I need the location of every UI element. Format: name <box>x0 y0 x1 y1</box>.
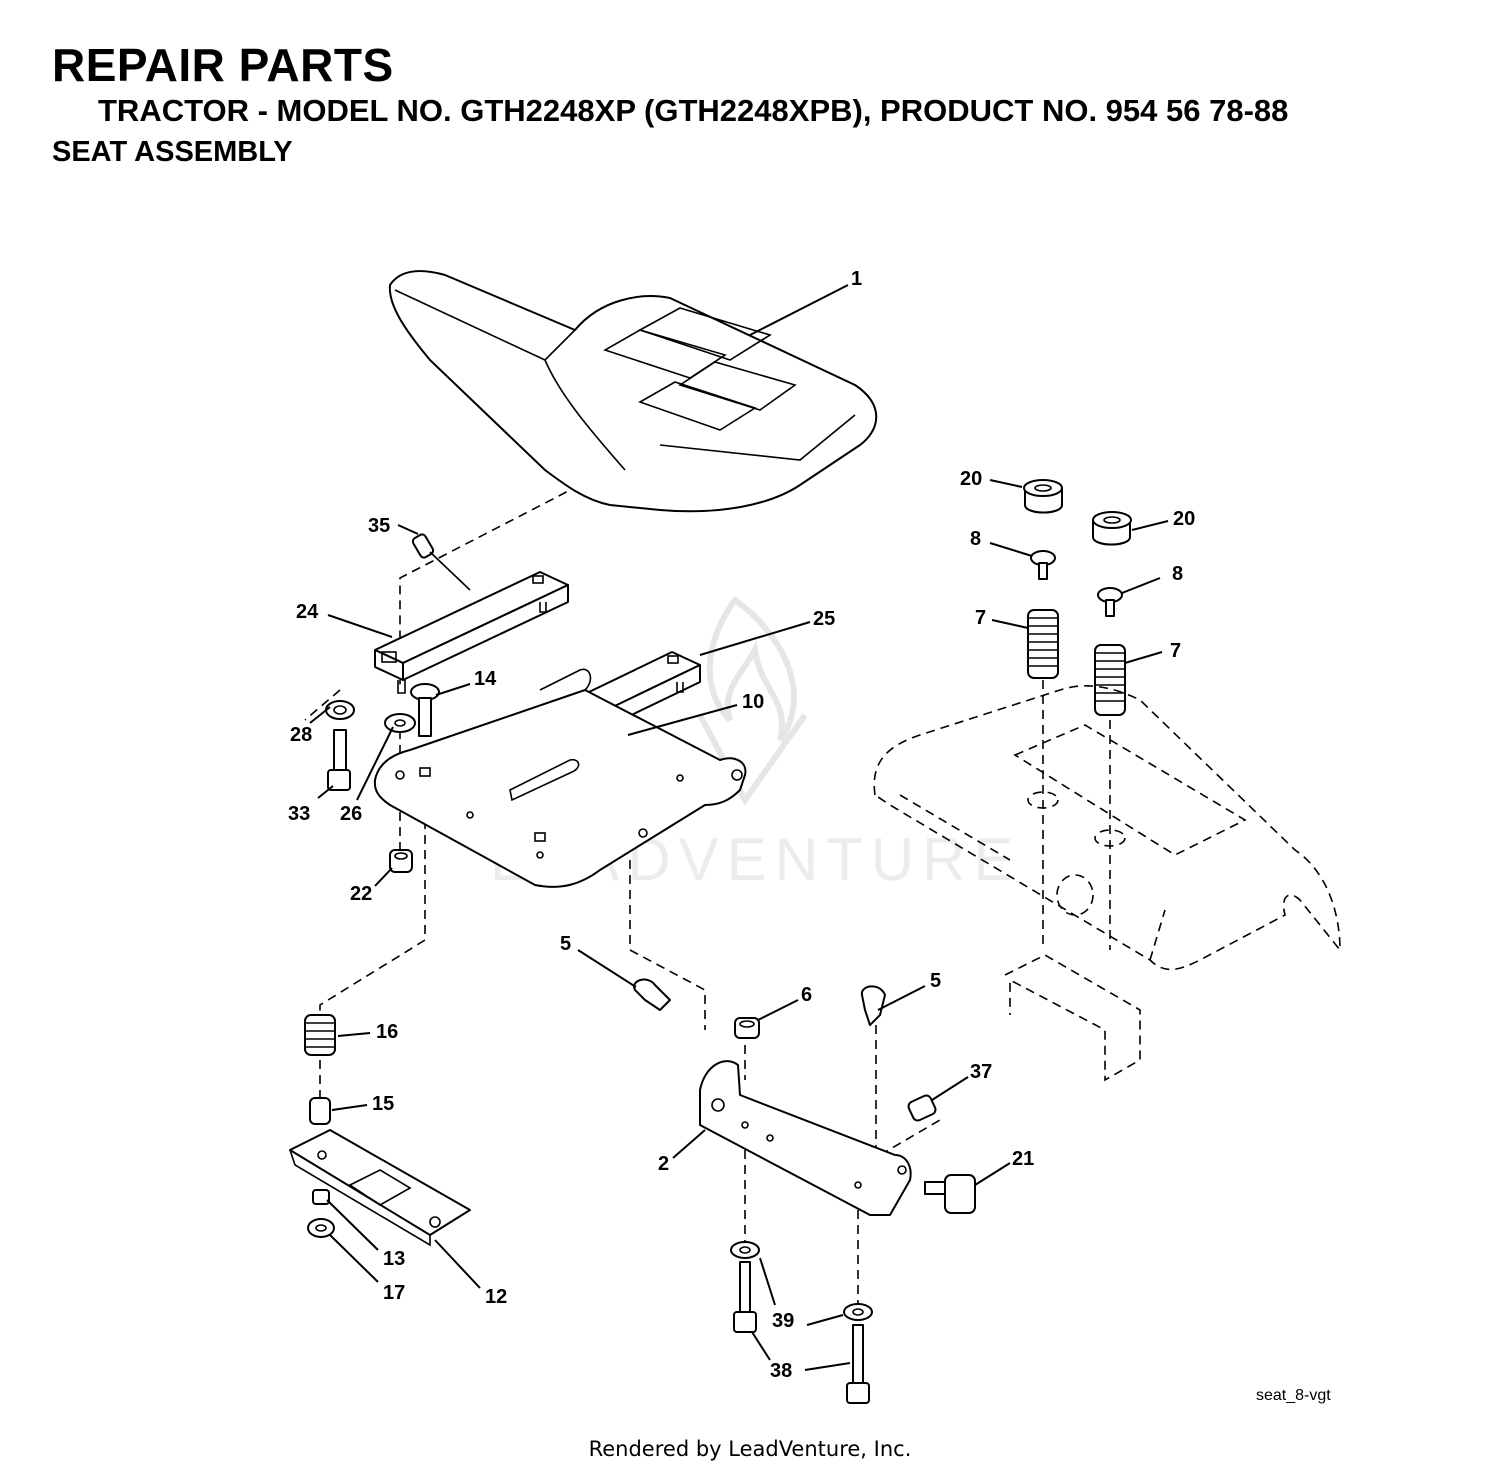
callout-37: 37 <box>970 1061 992 1083</box>
callout-15: 15 <box>372 1093 394 1115</box>
nut-37 <box>907 1094 937 1122</box>
spacer-left <box>1023 479 1063 514</box>
callout-13: 13 <box>383 1248 405 1270</box>
callout-24: 24 <box>296 601 319 623</box>
drawing-reference: seat_8-vgt <box>1256 1387 1331 1404</box>
callout-6: 6 <box>801 984 812 1006</box>
callout-38: 38 <box>770 1360 792 1382</box>
section-title: SEAT ASSEMBLY <box>52 136 293 168</box>
callout-33: 33 <box>288 803 310 825</box>
callout-22: 22 <box>350 883 372 905</box>
carriage-bolt <box>410 683 440 737</box>
model-subtitle: TRACTOR - MODEL NO. GTH2248XP (GTH2248XP… <box>98 93 1289 128</box>
callout-25: 25 <box>813 608 835 630</box>
fender-reference <box>873 685 1341 1082</box>
callout-5-left: 5 <box>560 933 571 955</box>
mounting-plate <box>289 1129 471 1247</box>
hex-nut-6 <box>734 1017 760 1039</box>
callout-17: 17 <box>383 1282 405 1304</box>
bushing <box>309 1097 331 1125</box>
callout-26: 26 <box>340 803 362 825</box>
callout-8-left: 8 <box>970 528 981 550</box>
leader-lines <box>309 284 1169 1371</box>
callout-20-left: 20 <box>960 468 982 490</box>
seat-bracket <box>699 1060 912 1216</box>
seat-pan <box>373 668 747 888</box>
seat-slide-rail-left <box>374 571 569 694</box>
footer-credit: Rendered by LeadVenture, Inc. <box>588 1437 912 1461</box>
callout-1: 1 <box>851 268 862 290</box>
hex-bolt <box>327 729 351 791</box>
bolt-38-left <box>733 1261 757 1333</box>
nut-17 <box>307 1218 335 1238</box>
hex-nut <box>389 849 413 873</box>
lock-washer <box>325 700 355 720</box>
lower-spring <box>304 1014 336 1056</box>
callout-21: 21 <box>1012 1148 1034 1170</box>
callout-2: 2 <box>658 1153 669 1175</box>
callout-28: 28 <box>290 724 312 746</box>
lock-nut-13 <box>312 1189 330 1205</box>
bolt-8-right <box>1097 587 1123 617</box>
callout-7-left: 7 <box>975 607 986 629</box>
spring-left <box>1027 609 1059 679</box>
callout-12: 12 <box>485 1286 507 1308</box>
callout-7-right: 7 <box>1170 640 1181 662</box>
shoulder-bolt-21 <box>924 1174 976 1214</box>
callout-labels: 1 20 20 8 8 7 7 35 24 25 10 14 28 26 33 … <box>288 268 1195 1382</box>
callout-8-right: 8 <box>1172 563 1183 585</box>
clip-5-left <box>633 978 671 1011</box>
spacer-right <box>1092 511 1132 546</box>
clip-5-right <box>860 985 886 1026</box>
callout-35: 35 <box>368 515 390 537</box>
washer-39-right <box>843 1303 873 1321</box>
callout-14: 14 <box>474 668 497 690</box>
callout-20-right: 20 <box>1173 508 1195 530</box>
callout-5-right: 5 <box>930 970 941 992</box>
page-title: REPAIR PARTS <box>52 39 394 91</box>
seat-cushion <box>388 270 878 513</box>
spring-right <box>1094 644 1126 716</box>
flat-washer <box>384 713 416 733</box>
bolt-38-right <box>846 1324 870 1404</box>
callout-10: 10 <box>742 691 764 713</box>
callout-16: 16 <box>376 1021 398 1043</box>
switch-pin <box>411 533 471 591</box>
washer-39-left <box>730 1241 760 1259</box>
bolt-8-left <box>1030 550 1056 580</box>
callout-39: 39 <box>772 1310 794 1332</box>
